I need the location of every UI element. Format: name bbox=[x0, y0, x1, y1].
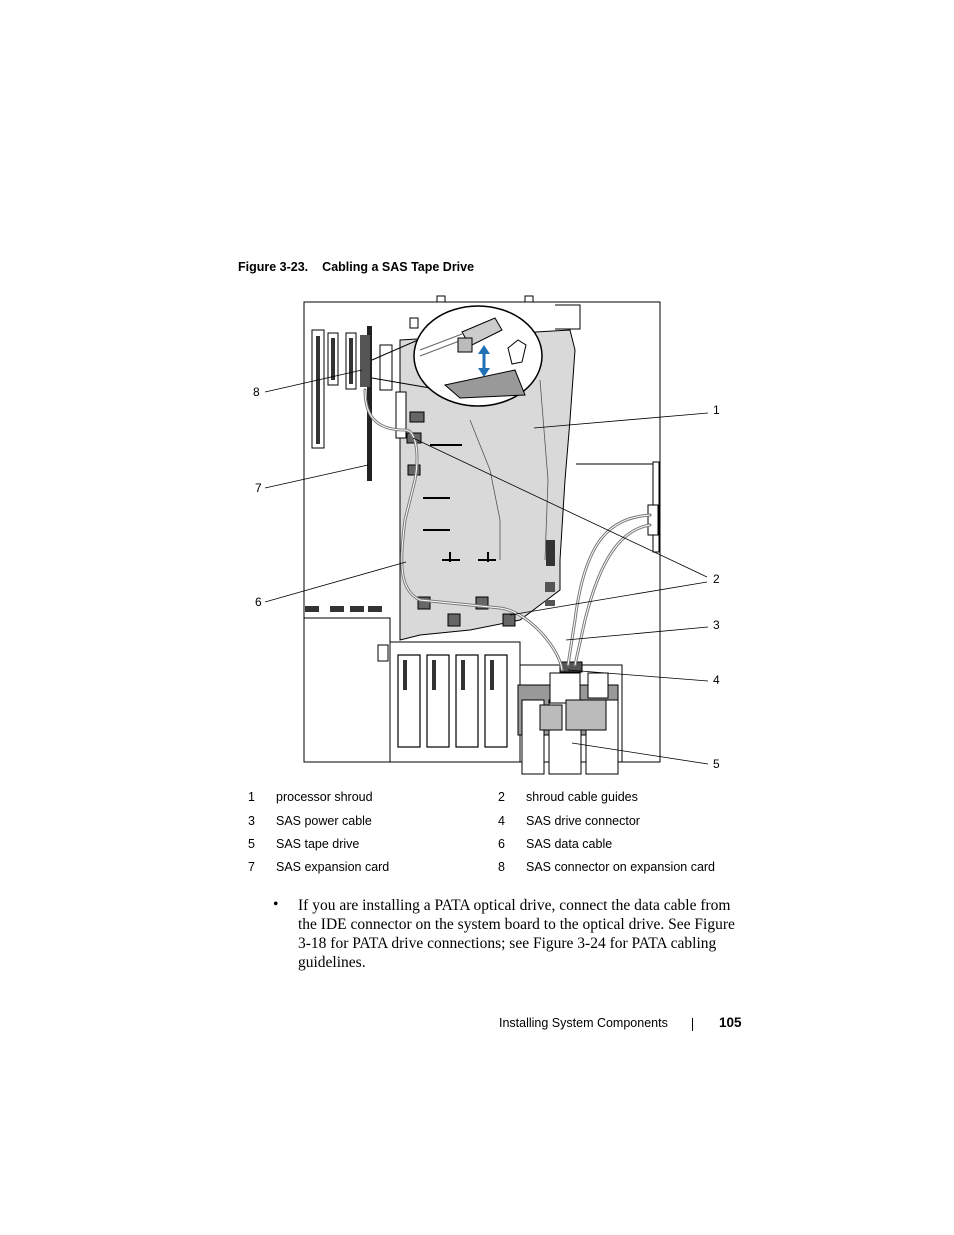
legend-label: processor shroud bbox=[276, 790, 373, 804]
bullet-marker: • bbox=[273, 896, 279, 913]
legend-label: shroud cable guides bbox=[526, 790, 638, 804]
footer-section-title: Installing System Components bbox=[499, 1016, 668, 1030]
figure-caption: Figure 3-23. Cabling a SAS Tape Drive bbox=[238, 260, 474, 274]
callout-4: 4 bbox=[713, 673, 720, 687]
legend-label: SAS power cable bbox=[276, 814, 372, 828]
callout-7: 7 bbox=[255, 481, 262, 495]
figure-label: Figure 3-23. bbox=[238, 260, 309, 274]
legend-number: 2 bbox=[498, 790, 505, 804]
legend-label: SAS connector on expansion card bbox=[526, 860, 716, 874]
figure-frame bbox=[303, 301, 661, 763]
legend-number: 8 bbox=[498, 860, 505, 874]
figure-title: Cabling a SAS Tape Drive bbox=[322, 260, 475, 274]
legend-label: SAS data cable bbox=[526, 837, 613, 851]
legend-label: SAS expansion card bbox=[276, 860, 390, 874]
callout-1: 1 bbox=[713, 403, 720, 417]
footer-divider bbox=[692, 1018, 693, 1031]
body-paragraph: If you are installing a PATA optical dri… bbox=[298, 897, 735, 971]
processor-shroud bbox=[399, 329, 576, 641]
callout-8: 8 bbox=[253, 385, 260, 399]
connector-detail-inset bbox=[371, 305, 543, 407]
legend-label: SAS drive connector bbox=[526, 814, 640, 828]
legend-number: 5 bbox=[248, 837, 255, 851]
cabling-illustration bbox=[264, 295, 709, 775]
callout-5: 5 bbox=[713, 757, 720, 771]
legend-number: 7 bbox=[248, 860, 255, 874]
page-number: 105 bbox=[719, 1015, 742, 1030]
callout-2: 2 bbox=[713, 572, 720, 586]
callout-3: 3 bbox=[713, 618, 720, 632]
legend-number: 1 bbox=[248, 790, 255, 804]
sas-tape-drive bbox=[517, 672, 619, 775]
callout-6: 6 bbox=[255, 595, 262, 609]
legend-label: SAS tape drive bbox=[276, 837, 360, 851]
legend-number: 3 bbox=[248, 814, 255, 828]
legend-number: 6 bbox=[498, 837, 505, 851]
sas-expansion-card bbox=[367, 326, 372, 481]
legend-number: 4 bbox=[498, 814, 505, 828]
